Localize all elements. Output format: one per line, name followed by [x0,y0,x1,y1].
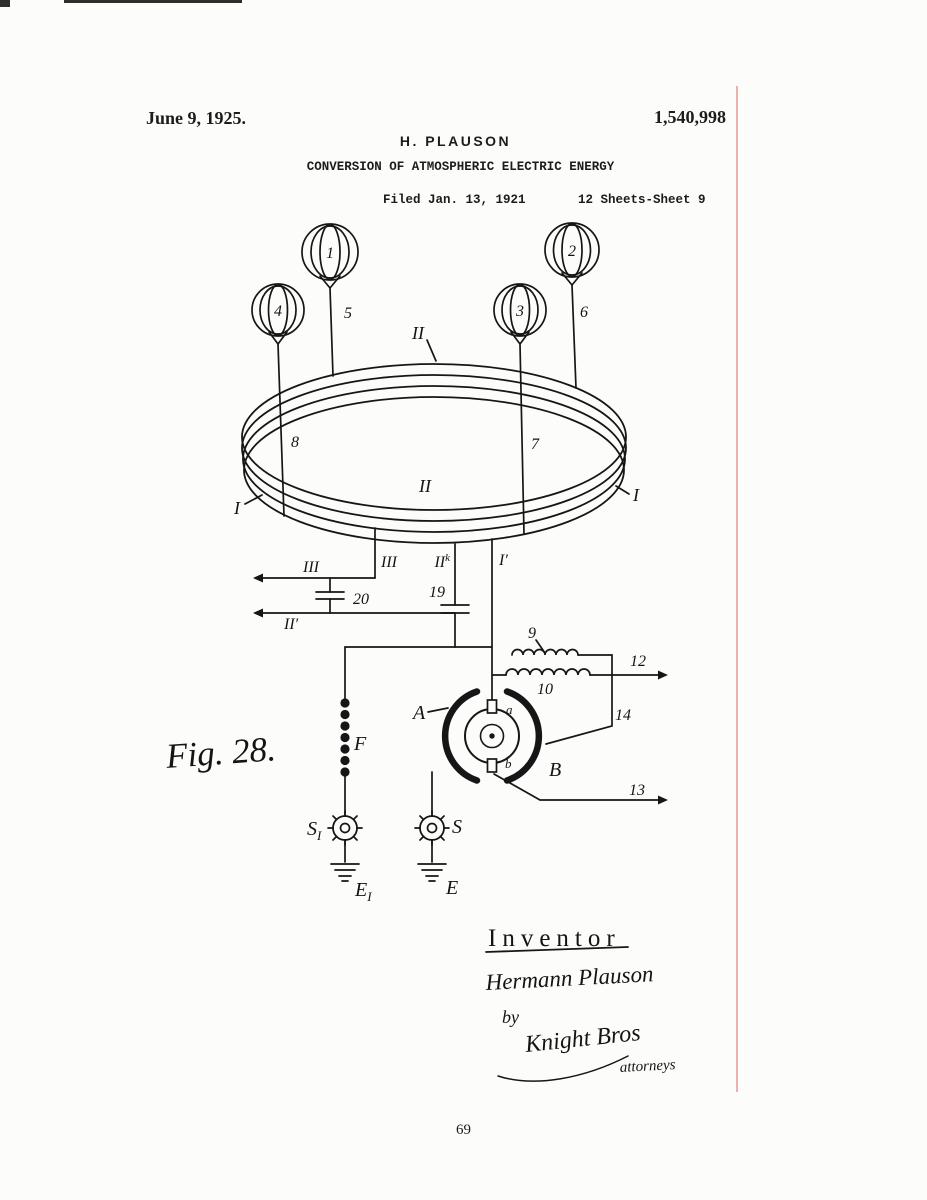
label-9: 9 [528,625,536,642]
label-12: 12 [630,653,646,670]
label-19: 19 [429,584,445,601]
label-20: 20 [353,591,369,608]
label-III-rail: III [302,559,320,576]
label-6: 6 [580,304,588,321]
attorneys-label: attorneys [619,1057,676,1076]
capacitor-20 [315,577,345,614]
label-7: 7 [531,436,540,453]
ground-E1 [330,863,360,882]
arc-B [503,688,543,784]
label-5: 5 [344,305,352,322]
label-10: 10 [537,681,553,698]
electrode-b [486,758,498,773]
label-balloon-3: 3 [515,303,524,320]
coil-9 [511,639,613,676]
sheet-info: 12 Sheets-Sheet 9 [578,193,706,207]
label-I-prime: I′ [498,552,508,569]
label-B: B [549,759,561,781]
capacitor-19 [440,543,470,648]
label-E: E [445,877,458,899]
scan-smudge [64,0,242,3]
figure-fills [253,573,668,805]
figure-labels: 1 2 3 4 5 6 7 8 II II I I III III IIk I′… [164,243,676,1076]
label-14: 14 [615,707,631,724]
coil-10 [491,668,591,676]
label-13: 13 [629,782,645,799]
label-balloon-2: 2 [568,243,576,260]
patent-number: 1,540,998 [654,107,726,127]
patent-date: June 9, 1925. [146,108,247,128]
scan-artifact-line [736,86,738,1092]
ring-right-pointer [615,485,630,495]
arrow-right-13 [658,795,668,805]
balloon-2 [544,222,600,389]
label-a: a [506,702,513,717]
label-F: F [353,733,367,755]
inventor-underline [485,946,629,953]
label-II-k: IIk [433,552,451,571]
balloon-1-tether [329,287,334,377]
filed-date: Filed Jan. 13, 1921 [383,193,526,207]
arrow-left-III [253,573,263,583]
ground-E [417,863,447,882]
figure-linework [241,222,659,1082]
arc-A-pointer [427,707,449,713]
label-b: b [505,756,512,771]
inventor-signature: Hermann Plauson [484,961,654,995]
applicant-name: H. PLAUSON [399,133,512,149]
label-ring-mid-II: II [418,476,432,496]
label-ring-top-II: II [411,323,425,343]
line-14 [545,674,613,745]
electrode-a [486,699,498,714]
balloon-1 [301,223,359,377]
spark-gap-S1 [327,810,363,863]
label-III: III [380,554,398,571]
label-balloon-1: 1 [326,245,334,262]
signature-by: by [502,1007,519,1027]
balloon-4-tether-and-lead-8 [277,343,285,517]
attorney-signature: Knight Bros [523,1020,642,1058]
figure-caption: Fig. 28. [164,729,277,776]
collector-ring-coil [241,363,627,544]
inventor-heading: Inventor [488,925,621,952]
label-S: S [452,816,462,838]
label-ring-right-I: I [632,485,640,505]
balloon-2-tether [571,284,577,389]
spark-gap-motor [427,688,543,784]
label-S1: SI [307,818,322,843]
patent-title: CONVERSION OF ATMOSPHERIC ELECTRIC ENERG… [306,160,615,174]
ring-left-pointer [244,494,263,505]
label-A: A [411,702,426,724]
label-8: 8 [291,434,299,451]
arrow-left-II-prime [253,608,263,618]
label-ring-left-I: I [233,498,241,518]
label-E1: EI [354,879,372,904]
spark-gap-S [414,771,450,863]
arc-A [441,688,481,784]
signature-flourish [497,1055,629,1082]
label-II-prime: II′ [283,616,299,633]
scan-smudge [0,0,10,7]
label-balloon-4: 4 [274,303,282,320]
arrow-right-12 [658,670,668,680]
page-number: 69 [456,1122,471,1138]
fuse-dots [340,698,350,777]
balloon-4 [251,283,305,517]
ring-top-pointer [426,339,437,362]
motor-center-dot [489,733,495,739]
